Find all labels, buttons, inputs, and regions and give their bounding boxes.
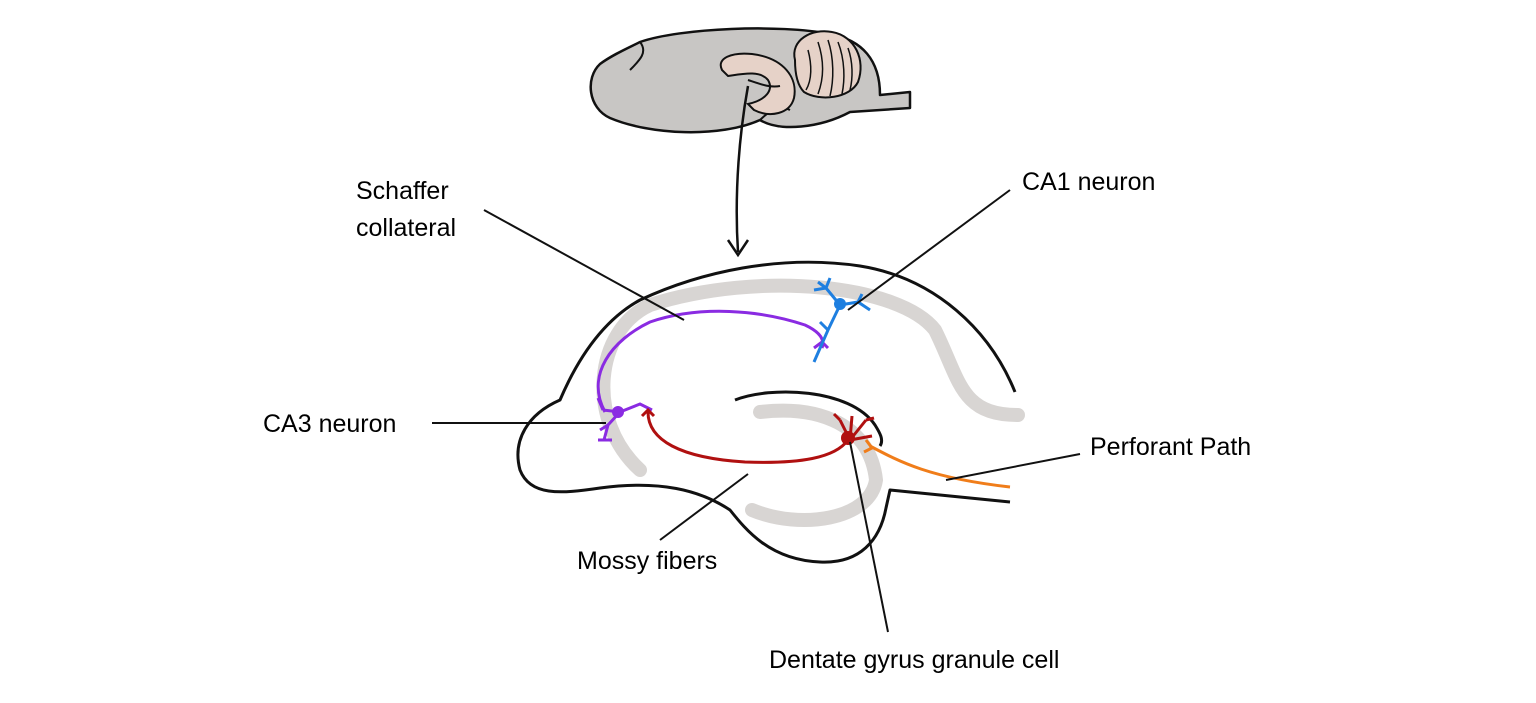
mossy-leader xyxy=(659,473,749,541)
perforant-path-pathway xyxy=(863,439,1011,489)
schaffer-leader xyxy=(483,209,685,321)
hippocampus-outline xyxy=(516,260,1017,564)
leader-lines xyxy=(432,189,1081,633)
ca1-label: CA1 neuron xyxy=(1022,168,1155,196)
brain-icon xyxy=(589,27,912,134)
arrow-head-icon xyxy=(726,239,750,258)
dentate-leader xyxy=(849,441,889,633)
schaffer-label-line2: collateral xyxy=(356,214,456,242)
schaffer-collateral-pathway xyxy=(596,309,830,413)
mossy-label: Mossy fibers xyxy=(577,547,717,575)
hippocampus-inset-icon xyxy=(719,52,796,115)
perforant-leader xyxy=(945,453,1081,481)
ca3-neuron-icon xyxy=(596,397,653,442)
schaffer-label-line1: Schaffer xyxy=(356,177,449,205)
cell-layers xyxy=(596,278,1025,527)
ca3-label: CA3 neuron xyxy=(263,410,396,438)
perforant-label: Perforant Path xyxy=(1090,433,1251,461)
ca1-leader xyxy=(847,189,1011,311)
dentate-label: Dentate gyrus granule cell xyxy=(769,646,1059,674)
granule-cell-icon xyxy=(832,412,875,445)
zoom-arrow xyxy=(735,85,750,253)
mossy-fibers-pathway xyxy=(640,407,850,464)
